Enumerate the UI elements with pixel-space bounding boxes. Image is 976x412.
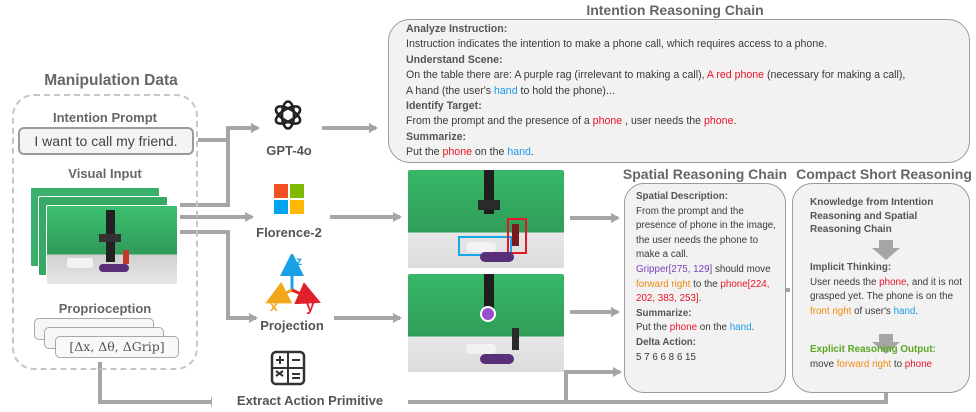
axis-x-label: x: [270, 298, 278, 314]
projection-annotated-image: [408, 274, 564, 372]
florence-label: Florence-2: [256, 225, 322, 240]
understand-scene-heading: Understand Scene:: [406, 53, 503, 66]
rag-object: [99, 264, 129, 272]
phone-object: [512, 328, 519, 350]
openai-logo-icon: [274, 100, 302, 130]
gripper-projection-point: [482, 308, 494, 320]
compact-text: Knowledge from Intention Reasoning and S…: [810, 196, 964, 237]
arrow-proprio-to-extract: [98, 362, 220, 407]
spatial-chain-panel: [624, 183, 786, 393]
spatial-summarize-line: Put the phone on the hand.: [636, 322, 755, 334]
hand-object: [466, 344, 496, 354]
implicit-thinking-block: Implicit Thinking: User needs the phone,…: [810, 261, 964, 319]
intention-chain-panel: [388, 19, 970, 163]
axis-z-label: z: [296, 254, 302, 268]
intention-chain-title: Intention Reasoning Chain: [586, 2, 764, 18]
compact-title: Compact Short Reasoning: [796, 166, 972, 182]
robot-gripper: [478, 200, 500, 210]
manipulation-data-title: Manipulation Data: [44, 72, 178, 89]
florence-annotated-image: [408, 170, 564, 268]
knowledge-text: Knowledge from Intention Reasoning and S…: [810, 197, 934, 235]
florence-logo-icon: [274, 184, 304, 214]
spatial-chain-text: Spatial Description: From the prompt and…: [636, 190, 778, 365]
intention-chain-text: Analyze Instruction: Instruction indicat…: [406, 22, 962, 161]
projection-label: Projection: [260, 318, 324, 333]
identify-target-heading: Identify Target:: [406, 100, 482, 113]
phone-bounding-box: [507, 218, 527, 254]
gripper-move-text: Gripper[275, 129] should move forward ri…: [636, 263, 771, 305]
hand-highlight: hand: [494, 84, 518, 97]
summarize-line: Put the phone on the hand.: [406, 146, 534, 159]
compact-panel: [792, 183, 970, 393]
rag-object: [480, 252, 514, 262]
extract-action-primitive-label: Extract Action Primitive: [212, 393, 408, 408]
proprio-formula: [Δx, Δθ, ΔGrip]: [55, 336, 179, 358]
implicit-thinking-text: User needs the phone, and it is not gras…: [810, 276, 962, 317]
robot-arm: [484, 170, 494, 214]
spatial-summarize-heading: Summarize:: [636, 307, 692, 319]
scene-line-2: A hand (the user's hand to hold the phon…: [406, 84, 615, 97]
manipulation-data-panel: [12, 94, 198, 370]
down-arrow-icon: [872, 334, 900, 354]
analyze-text: Instruction indicates the intention to m…: [406, 38, 828, 51]
implicit-thinking-heading: Implicit Thinking:: [810, 262, 892, 273]
hand-object: [466, 242, 496, 252]
explicit-output-text: move forward right to phone: [810, 358, 933, 370]
proprioception-title: Proprioception: [58, 301, 152, 316]
phone-bbox-coord: phone[224, 202, 383, 253]: [636, 278, 770, 305]
down-arrow-icon: [872, 240, 900, 260]
summarize-heading: Summarize:: [406, 130, 467, 143]
arrow-prompt-to-gpt: [198, 123, 260, 142]
red-phone-highlight: A red phone: [706, 69, 765, 82]
spatial-chain-title: Spatial Reasoning Chain: [622, 166, 788, 182]
scene-line-1: On the table there are: A purple rag (ir…: [406, 69, 906, 82]
rag-object: [480, 354, 514, 364]
intention-prompt-title: Intention Prompt: [53, 110, 157, 125]
intention-prompt-box: I want to call my friend.: [18, 127, 194, 155]
delta-action-heading: Delta Action:: [636, 336, 697, 348]
explicit-output-heading: Explicit Reasoning Output:: [810, 344, 936, 355]
gripper-coord: Gripper[275, 129]: [636, 263, 713, 275]
analyze-heading: Analyze Instruction:: [406, 23, 508, 35]
phone-object: [123, 250, 129, 264]
axis-y-label: y: [306, 298, 315, 315]
robot-gripper: [99, 234, 121, 242]
projection-axes-icon: [265, 254, 321, 305]
spatial-description-heading: Spatial Description:: [636, 191, 728, 202]
explicit-output-block: Explicit Reasoning Output: move forward …: [810, 343, 966, 372]
hand-object: [67, 258, 93, 268]
phone-object: [512, 224, 519, 246]
calculator-icon: [270, 350, 306, 386]
robot-arm: [484, 274, 494, 310]
spatial-description-text: From the prompt and the presence of phon…: [636, 205, 776, 261]
arrow-visual-to-projection: [180, 230, 258, 323]
arrow-extract-to-spatial: [408, 367, 622, 404]
target-line: From the prompt and the presence of a ph…: [406, 115, 737, 128]
visual-frame-front: [46, 205, 178, 285]
delta-action-values: 5 7 6 6 8 6 15: [636, 351, 696, 363]
gpt-label: GPT-4o: [266, 143, 312, 158]
visual-input-title: Visual Input: [68, 166, 142, 181]
